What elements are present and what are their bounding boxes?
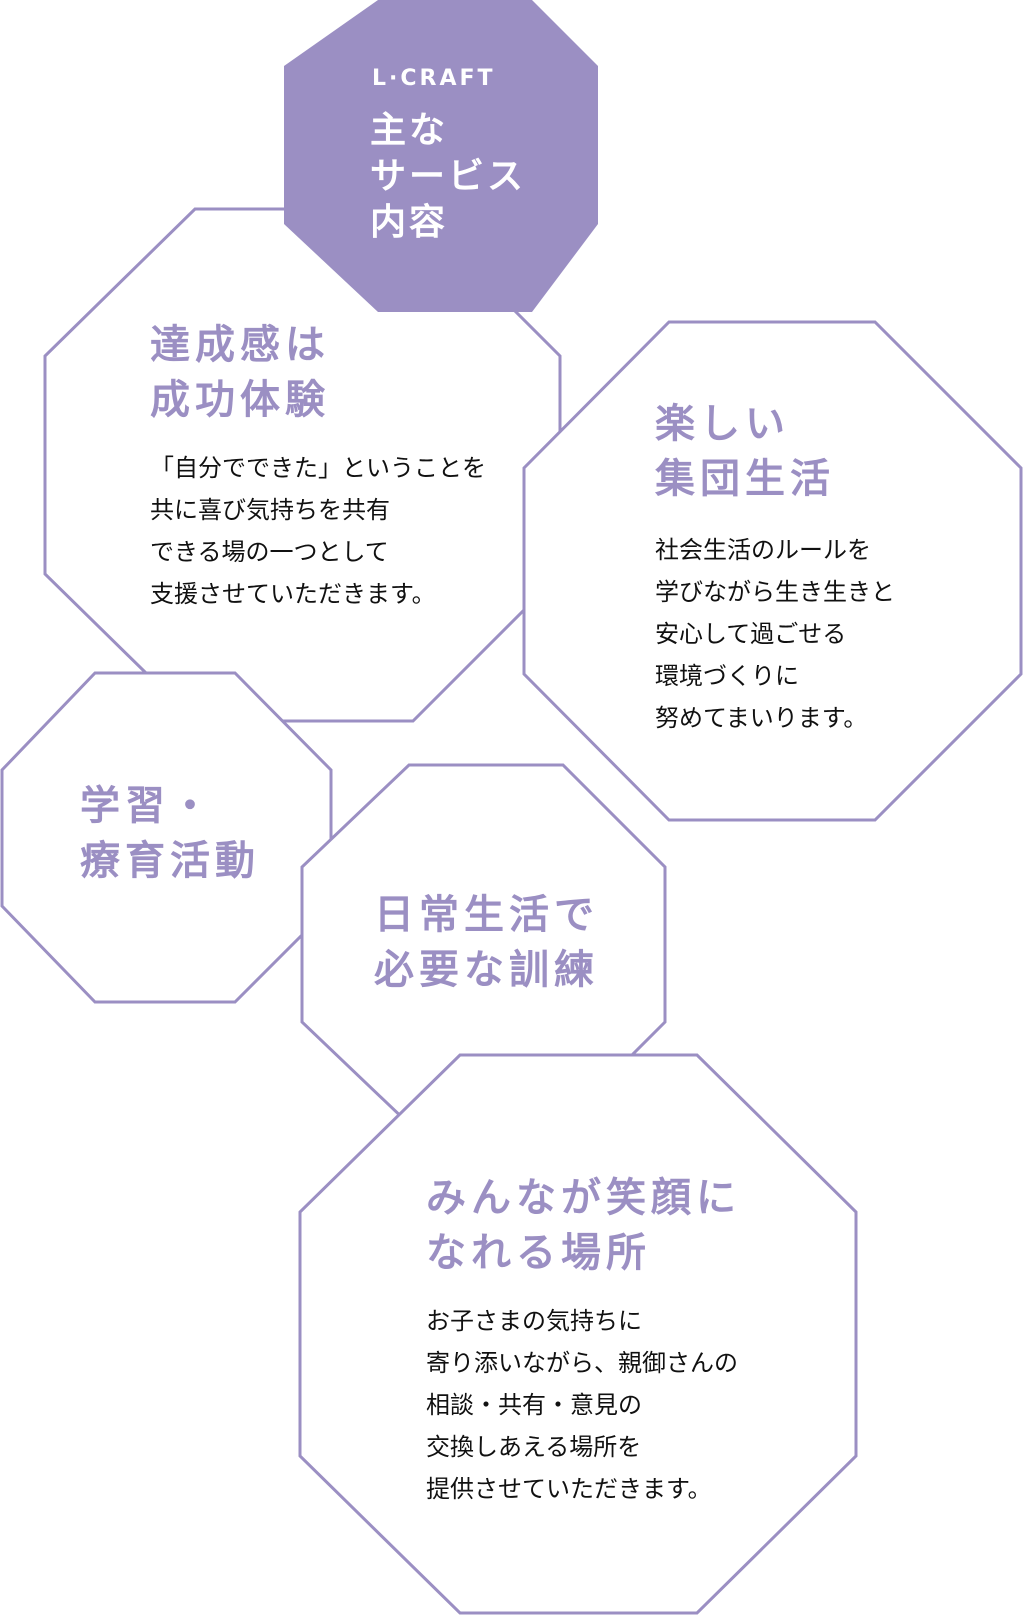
smile-place-description: お子さまの気持ちに 寄り添いながら、親御さんの 相談・共有・意見の 交換しあえる… (426, 1300, 738, 1510)
description-line: 共に喜び気持ちを共有 (150, 496, 390, 524)
description-line: 相談・共有・意見の (426, 1391, 642, 1419)
achievement-description: 「自分でできた」ということを 共に喜び気持ちを共有 できる場の一つとして 支援さ… (150, 447, 486, 615)
page-title-line: 主な (370, 110, 449, 151)
page-title-line: サービス (370, 156, 527, 197)
heading-line: 学習・ (80, 783, 215, 829)
description-line: できる場の一つとして (150, 538, 389, 566)
page-title-line: 内容 (370, 202, 449, 243)
heading-line: 必要な訓練 (374, 947, 599, 993)
smile-place-heading: みんなが笑顔に なれる場所 (426, 1171, 741, 1281)
heading-line: みんなが笑顔に (426, 1175, 741, 1221)
group-life-heading: 楽しい 集団生活 (655, 397, 835, 507)
description-line: 交換しあえる場所を (426, 1433, 642, 1461)
heading-line: 集団生活 (655, 456, 835, 502)
description-line: 支援させていただきます。 (150, 580, 436, 608)
group-life-description: 社会生活のルールを 学びながら生き生きと 安心して過ごせる 環境づくりに 努めて… (655, 529, 895, 739)
octagon-group-life (522, 320, 1023, 822)
description-line: 安心して過ごせる (655, 620, 847, 648)
heading-line: 達成感は (150, 322, 330, 368)
heading-line: 療育活動 (80, 838, 260, 884)
heading-line: 日常生活で (374, 892, 599, 938)
description-line: 寄り添いながら、親御さんの (426, 1349, 738, 1377)
description-line: お子さまの気持ちに (426, 1307, 642, 1335)
brand-logo: L·CRAFT (372, 66, 496, 91)
heading-line: 楽しい (655, 401, 790, 447)
heading-line: 成功体験 (150, 377, 330, 423)
description-line: 社会生活のルールを (655, 536, 871, 564)
octagon-header (284, 0, 598, 312)
description-line: 学びながら生き生きと (655, 578, 895, 606)
page-title: 主な サービス 内容 (370, 108, 526, 246)
octagon-learning (0, 671, 333, 1004)
octagon-smile-place (298, 1053, 858, 1615)
daily-training-heading: 日常生活で 必要な訓練 (374, 888, 599, 998)
description-line: 環境づくりに (655, 662, 799, 690)
description-line: 「自分でできた」ということを (150, 454, 486, 482)
achievement-heading: 達成感は 成功体験 (150, 318, 330, 428)
heading-line: なれる場所 (426, 1230, 651, 1276)
description-line: 努めてまいります。 (655, 704, 868, 732)
learning-heading: 学習・ 療育活動 (80, 779, 260, 889)
description-line: 提供させていただきます。 (426, 1475, 712, 1503)
